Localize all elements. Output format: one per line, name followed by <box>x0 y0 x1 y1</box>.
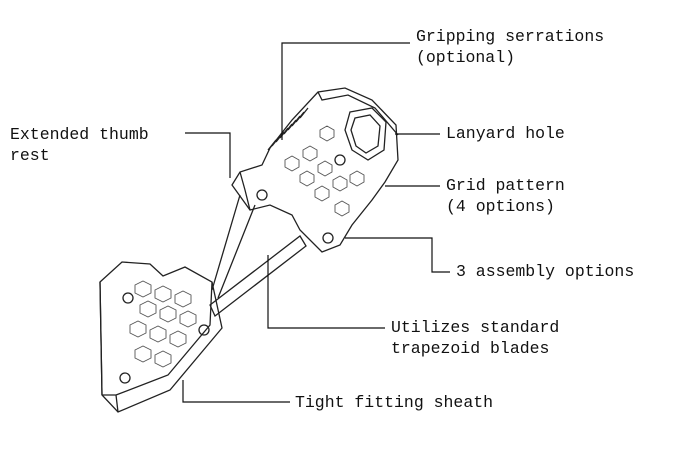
grid-pattern <box>129 125 365 368</box>
label-line: Extended thumb <box>10 125 149 144</box>
label-thumb-rest: Extended thumb rest <box>10 124 149 166</box>
lanyard-hole <box>344 107 387 161</box>
label-line: Lanyard hole <box>446 124 565 143</box>
handle-edge <box>239 91 399 211</box>
label-line: Utilizes standard <box>391 318 560 337</box>
label-line: trapezoid blades <box>391 339 550 358</box>
sheath-body <box>99 261 223 413</box>
leader-sheath <box>182 380 290 403</box>
label-gripping-serrations: Gripping serrations (optional) <box>416 26 604 68</box>
label-sheath: Tight fitting sheath <box>295 392 493 413</box>
leader-thumb <box>185 132 231 178</box>
leader-lines <box>182 42 450 403</box>
lanyard-hole-inner <box>350 114 381 154</box>
blade <box>209 235 307 318</box>
leader-blades <box>267 255 385 329</box>
label-line: Grid pattern <box>446 176 565 195</box>
handle-body <box>231 87 399 253</box>
sheath-edge <box>99 281 213 413</box>
label-assembly-options: 3 assembly options <box>456 261 634 282</box>
label-line: Gripping serrations <box>416 27 605 46</box>
label-lanyard-hole: Lanyard hole <box>446 123 565 144</box>
leader-assembly <box>345 237 450 273</box>
leader-gripping <box>281 42 410 140</box>
label-line: 3 assembly options <box>456 262 635 281</box>
label-line: Tight fitting sheath <box>295 393 494 412</box>
label-standard-blades: Utilizes standard trapezoid blades <box>391 317 559 359</box>
serrations <box>267 107 309 151</box>
label-line: rest <box>10 146 50 165</box>
label-line: (optional) <box>416 48 516 67</box>
label-line: (4 options) <box>446 197 555 216</box>
label-grid-pattern: Grid pattern (4 options) <box>446 175 565 217</box>
blade-guide-lines <box>211 194 256 299</box>
